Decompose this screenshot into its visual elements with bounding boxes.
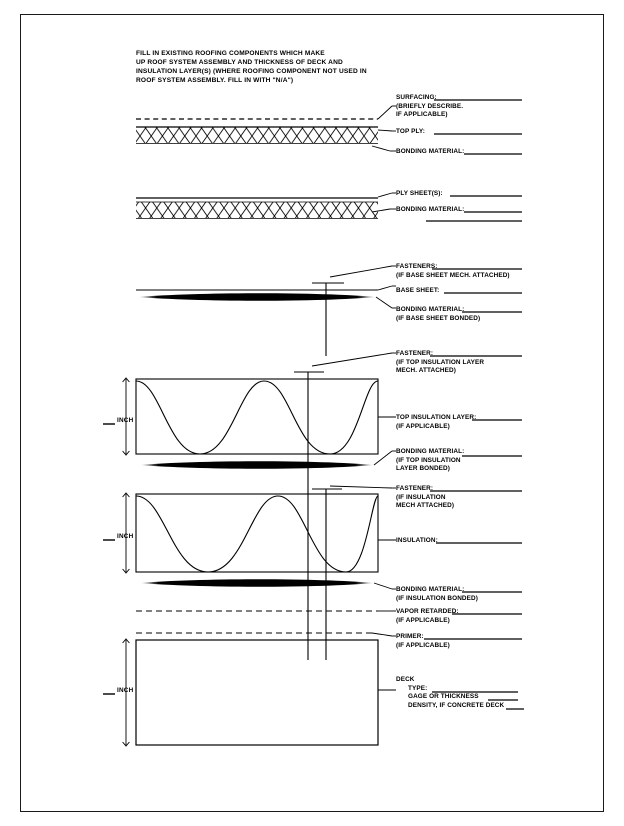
fasteners-base-sheet-leader — [329, 265, 396, 278]
callout-top-insulation-layer: TOP INSULATION LAYER: (IF APPLICABLE) — [396, 414, 476, 431]
dimension-label-deck: INCH — [117, 687, 134, 694]
instruction-line-3: INSULATION LAYER(S) (WHERE ROOFING COMPO… — [136, 68, 367, 76]
dimension-label-insulation: INCH — [117, 533, 134, 540]
callout-surfacing-title: SURFACING: — [396, 94, 437, 101]
callout-surfacing-sub-1: (BRIEFLY DESCRIBE. — [396, 102, 464, 110]
callout-bonding-material-insulation: BONDING MATERIAL: (IF INSULATION BONDED) — [396, 586, 478, 603]
callout-fastener-top-insulation: FASTENER: (IF TOP INSULATION LAYER MECH.… — [396, 350, 484, 376]
dimension-arrow-insulation — [103, 492, 130, 574]
callout-insulation: INSULATION: — [396, 537, 438, 546]
callout-vapor-retarded-title: VAPOR RETARDED: — [396, 608, 459, 615]
dimension-label-top-insulation: INCH — [117, 417, 134, 424]
bonding-material-top-insulation-band — [140, 450, 396, 469]
callout-top-insulation-layer-sub-1: (IF APPLICABLE) — [396, 422, 450, 430]
callout-primer-title: PRIMER: — [396, 633, 424, 640]
dimension-arrow-deck — [103, 638, 130, 747]
callout-fastener-insulation-sub-2: MECH ATTACHED) — [396, 502, 455, 510]
callout-fasteners-base-sheet-sub-1: (IF BASE SHEET MECH. ATTACHED) — [396, 271, 510, 279]
fastener-top-insulation-leader — [311, 352, 396, 367]
callout-bonding-material-insulation-sub-1: (IF INSULATION BONDED) — [396, 594, 478, 602]
callout-base-sheet: BASE SHEET: — [396, 287, 439, 296]
callout-top-ply-title: TOP PLY: — [396, 128, 425, 135]
ply-sheets-band — [136, 192, 396, 219]
callout-fastener-insulation-sub-1: (IF INSULATION — [396, 493, 446, 501]
callout-fastener-top-insulation-sub-1: (IF TOP INSULATION LAYER — [396, 358, 485, 366]
top-ply-crosshatch-band — [136, 126, 396, 144]
callout-fasteners-base-sheet-title: FASTENERS: — [396, 263, 438, 270]
base-sheet-band — [136, 285, 396, 291]
callout-ply-sheets: PLY SHEET(S): — [396, 190, 443, 199]
callout-bonding-material-base-sheet-sub-1: (IF BASE SHEET BONDED) — [396, 314, 481, 322]
callout-bonding-material-top-insulation-title: BONDING MATERIAL: — [396, 448, 465, 455]
callout-deck-row-gage: GAGE OR THICKNESS — [408, 693, 479, 701]
callout-surfacing: SURFACING: (BRIEFLY DESCRIBE. IF APPLICA… — [396, 94, 463, 120]
fastener-base-sheet-symbol — [312, 282, 344, 356]
callout-vapor-retarded: VAPOR RETARDED: (IF APPLICABLE) — [396, 608, 459, 625]
deck-box — [135, 639, 379, 746]
callout-ply-sheets-title: PLY SHEET(S): — [396, 190, 443, 197]
callout-vapor-retarded-sub-1: (IF APPLICABLE) — [396, 616, 450, 624]
callout-bonding-material-ply-sheets: BONDING MATERIAL: — [396, 206, 464, 215]
primer-dashed-line — [136, 632, 396, 637]
callout-fasteners-base-sheet: FASTENERS: (IF BASE SHEET MECH. ATTACHED… — [396, 263, 510, 280]
bonding-material-base-sheet-band — [138, 293, 396, 309]
callout-bonding-material-top-insulation-sub-1: (IF TOP INSULATION — [396, 456, 461, 464]
fastener-top-insulation-symbol — [294, 371, 324, 660]
callout-bonding-material-ply-sheets-title: BONDING MATERIAL: — [396, 206, 465, 213]
callout-deck-row-density: DENSITY, IF CONCRETE DECK — [408, 701, 505, 709]
callout-bonding-material-insulation-title: BONDING MATERIAL: — [396, 586, 465, 593]
dimension-arrow-top-insulation — [103, 377, 130, 456]
callout-fastener-insulation-title: FASTENER: — [396, 485, 434, 492]
fastener-insulation-leader — [329, 485, 396, 489]
callout-fastener-top-insulation-title: FASTENER: — [396, 350, 434, 357]
bonding-material-ply-sheets-leader — [371, 208, 396, 213]
callout-insulation-title: INSULATION: — [396, 537, 438, 544]
page-border — [20, 14, 604, 812]
callout-bonding-material-base-sheet: BONDING MATERIAL: (IF BASE SHEET BONDED) — [396, 306, 480, 323]
callout-bonding-material-top-ply: BONDING MATERIAL: — [396, 148, 464, 157]
callout-bonding-material-top-insulation: BONDING MATERIAL: (IF TOP INSULATION LAY… — [396, 448, 464, 474]
callout-deck: DECK TYPE: GAGE OR THICKNESS DENSITY, IF… — [396, 676, 504, 710]
callout-fastener-insulation: FASTENER: (IF INSULATION MECH ATTACHED) — [396, 485, 454, 511]
surfacing-dashed-line — [136, 105, 396, 120]
callout-top-insulation-layer-title: TOP INSULATION LAYER: — [396, 414, 477, 421]
bonding-material-top-ply-leader — [371, 145, 396, 152]
instruction-line-1: FILL IN EXISTING ROOFING COMPONENTS WHIC… — [136, 50, 325, 57]
instruction-line-2: UP ROOF SYSTEM ASSEMBLY AND THICKNESS OF… — [136, 59, 343, 67]
instruction-line-4: ROOF SYSTEM ASSEMBLY. FILL IN WITH "N/A"… — [136, 77, 294, 85]
callout-top-ply: TOP PLY: — [396, 128, 425, 137]
fastener-insulation-symbol — [312, 488, 342, 660]
callout-primer-sub-1: (IF APPLICABLE) — [396, 641, 450, 649]
insulation-box — [135, 493, 379, 573]
callout-fastener-top-insulation-sub-2: MECH. ATTACHED) — [396, 367, 456, 375]
callout-bonding-material-top-ply-title: BONDING MATERIAL: — [396, 148, 465, 155]
fill-in-blank-lines — [424, 99, 524, 710]
bonding-material-insulation-band — [140, 579, 396, 590]
top-insulation-layer-box — [135, 378, 379, 455]
callout-base-sheet-title: BASE SHEET: — [396, 287, 440, 294]
callout-deck-title: DECK — [396, 676, 415, 683]
instruction-header: FILL IN EXISTING ROOFING COMPONENTS WHIC… — [136, 49, 386, 85]
callout-surfacing-sub-2: IF APPLICABLE) — [396, 111, 448, 119]
callout-bonding-material-top-insulation-sub-2: LAYER BONDED) — [396, 465, 450, 473]
callout-bonding-material-base-sheet-title: BONDING MATERIAL: — [396, 306, 465, 313]
callout-primer: PRIMER: (IF APPLICABLE) — [396, 633, 450, 650]
callout-deck-row-type: TYPE: — [408, 684, 428, 692]
